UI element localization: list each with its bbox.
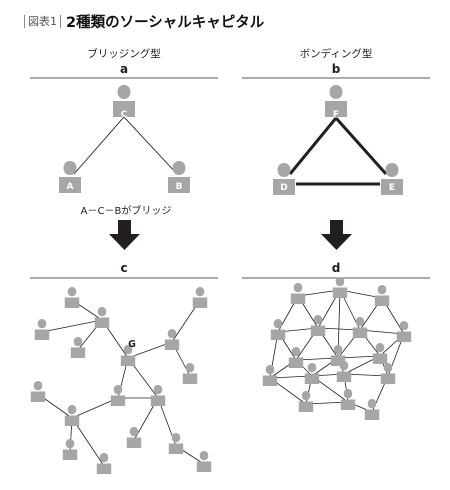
figure-number: 図表1 (24, 14, 61, 28)
person-icon (380, 363, 396, 384)
panel-b-edges (288, 117, 388, 186)
person-icon (364, 399, 380, 420)
bridge-caption: A－C－Bがブリッジ (81, 204, 172, 217)
node-b: B (168, 161, 190, 193)
person-icon (310, 315, 326, 336)
down-arrow-icon (109, 220, 140, 250)
network-c (30, 287, 212, 474)
person-icon (62, 439, 78, 460)
node-label-b: B (176, 182, 183, 192)
person-icon (290, 283, 306, 304)
person-icon (372, 343, 388, 364)
figure-header: 図表1 2種類のソーシャルキャピタル (24, 9, 264, 33)
edge-c-b (123, 116, 178, 175)
node-d: D (273, 163, 295, 195)
person-icon (64, 405, 80, 426)
network-edge (343, 373, 389, 377)
panel-label-c: c (120, 261, 127, 275)
network-d (262, 277, 412, 420)
person-icon (298, 391, 314, 412)
network-edge (127, 341, 173, 359)
person-icon (30, 381, 46, 402)
network-edge (41, 319, 103, 333)
node-label-a: A (67, 182, 74, 192)
node-label-d: D (280, 183, 287, 193)
node-e: E (381, 163, 403, 195)
bonding-type-label: ボンディング型 (300, 47, 373, 60)
network-edge (359, 329, 405, 335)
person-icon (164, 329, 180, 350)
person-icon (34, 319, 50, 340)
person-icon (288, 347, 304, 368)
network-edge (71, 417, 105, 467)
panel-a-edges (73, 116, 178, 175)
bridging-type-label: ブリッジング型 (87, 47, 161, 60)
person-icon (110, 385, 126, 406)
node-a: A (59, 161, 81, 193)
panel-label-b: b (332, 62, 341, 76)
person-icon (396, 321, 412, 342)
person-icon (192, 287, 208, 308)
edge-f-d (288, 117, 338, 175)
figure-title: 2種類のソーシャルキャピタル (66, 14, 265, 31)
panel-label-d: d (332, 261, 341, 275)
node-label-c: C (121, 110, 128, 120)
network-edge (71, 397, 119, 419)
person-icon (126, 427, 142, 448)
node-label-g: G (128, 339, 136, 350)
person-icon (96, 453, 112, 474)
person-icon (340, 389, 356, 410)
person-icon (94, 307, 110, 328)
person-icon (196, 451, 212, 472)
edge-f-e (334, 117, 388, 175)
down-arrow-icon (321, 220, 352, 250)
edge-c-a (73, 116, 125, 175)
person-icon (70, 337, 86, 358)
person-icon (304, 363, 320, 384)
person-icon (168, 433, 184, 454)
node-c: C (113, 85, 135, 120)
panel-label-a: a (120, 62, 128, 76)
node-label-e: E (389, 183, 395, 193)
person-icon (262, 365, 278, 386)
person-icon (64, 287, 80, 308)
node-label-f: F (333, 110, 339, 120)
person-icon (332, 277, 348, 298)
node-f: F (325, 85, 347, 120)
person-icon (150, 385, 166, 406)
person-icon (374, 285, 390, 306)
